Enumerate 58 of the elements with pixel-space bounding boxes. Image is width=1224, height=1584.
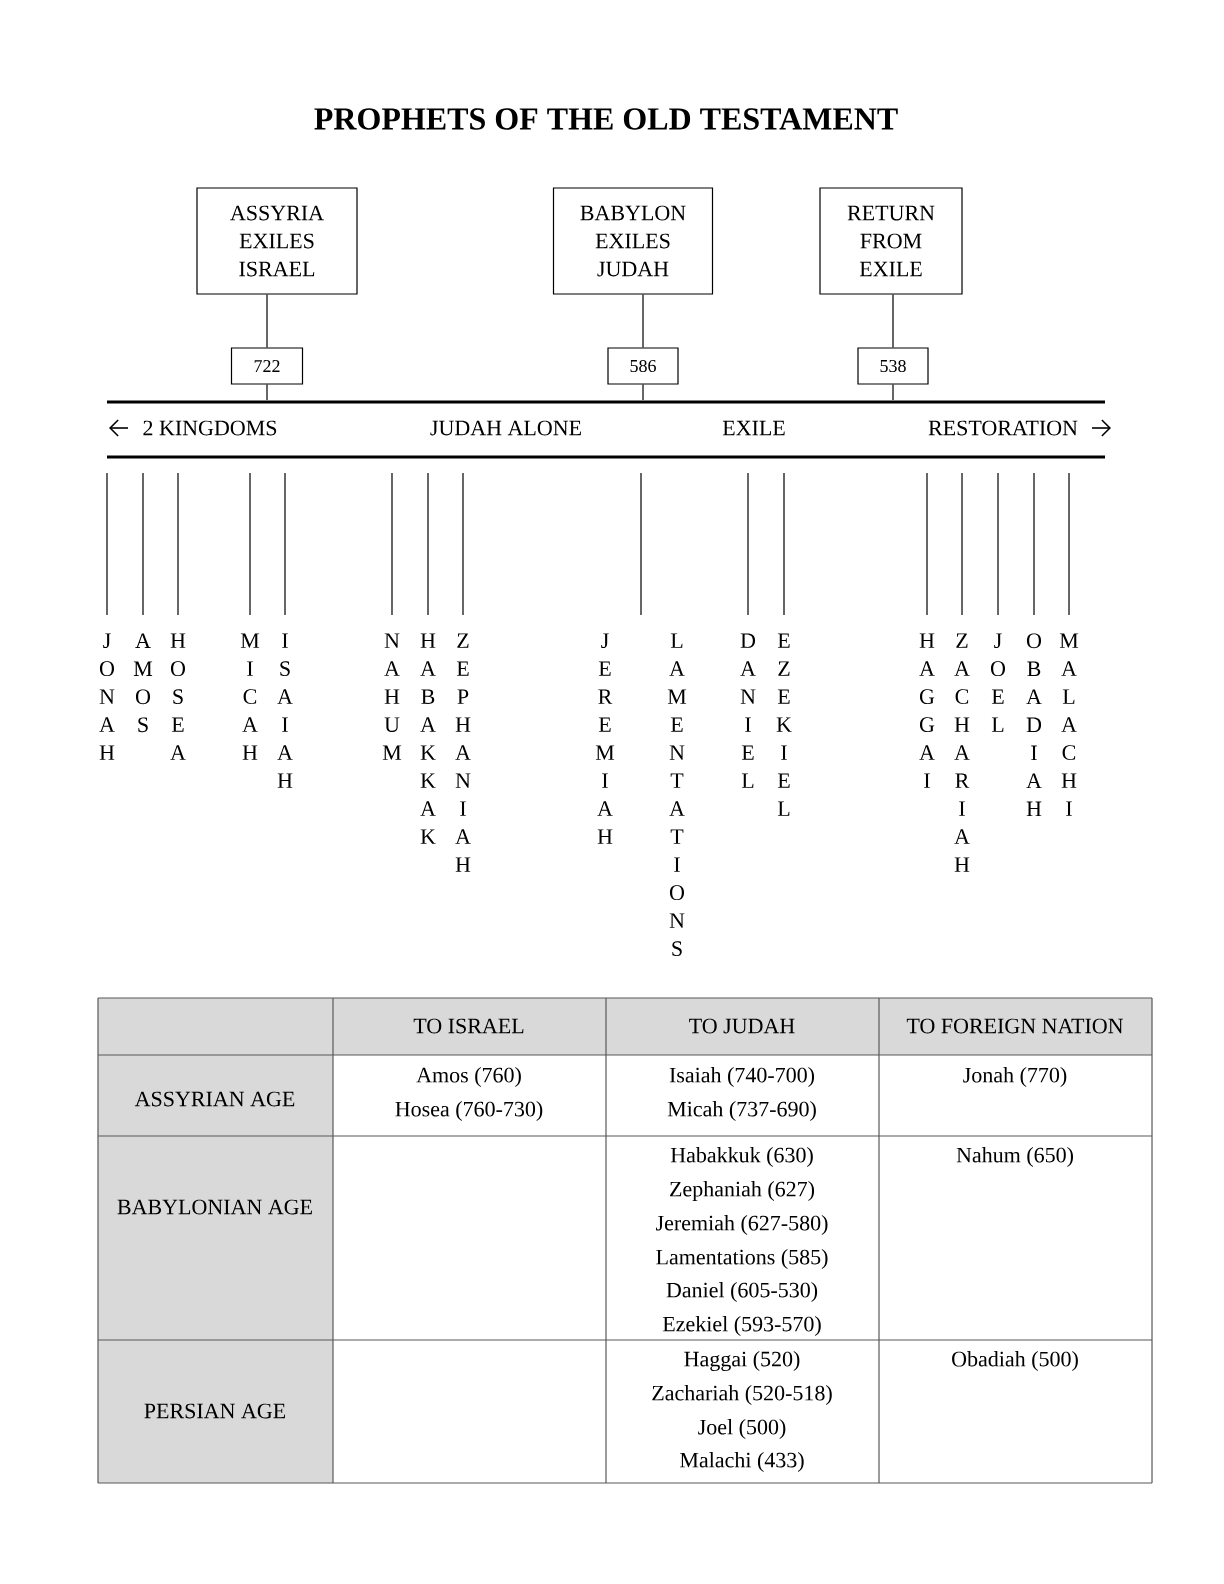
prophet-entry: Daniel (605-530) [666, 1282, 818, 1302]
connector-line [642, 294, 644, 348]
row-header: PERSIAN AGE [144, 1403, 286, 1419]
prophet-entry: Isaiah (740-700) [669, 1067, 815, 1087]
year-box: 586 [607, 347, 679, 385]
prophet-entry: Jeremiah (627-580) [656, 1215, 828, 1235]
prophet-entry: Hosea (760-730) [395, 1101, 543, 1121]
connector-line [892, 384, 894, 401]
prophet-name: ISAIAH [277, 633, 293, 788]
prophet-name: MALACHI [1059, 633, 1079, 816]
prophet-name: JEREMIAH [595, 633, 615, 844]
prophet-name: OBADIAH [1026, 633, 1042, 816]
row-header: ASSYRIAN AGE [134, 1091, 295, 1107]
prophet-name: ZEPHANIAH [455, 633, 471, 872]
event-box: BABYLON EXILES JUDAH [552, 187, 714, 295]
prophet-name: JOEL [990, 633, 1005, 732]
prophet-entry: Amos (760) [416, 1067, 521, 1087]
year-box: 538 [857, 347, 929, 385]
prophet-entry: Ezekiel (593-570) [662, 1316, 821, 1336]
connector-line [642, 384, 644, 401]
prophet-name: HOSEA [170, 633, 186, 760]
row-header: BABYLONIAN AGE [117, 1199, 312, 1215]
period-label: 2 KINGDOMS [143, 420, 277, 436]
prophet-entry: Joel (500) [698, 1419, 786, 1439]
prophet-entry: Nahum (650) [956, 1147, 1073, 1167]
prophet-entry: Zephaniah (627) [670, 1181, 815, 1201]
prophet-entry: Micah (737-690) [667, 1101, 816, 1121]
prophet-entry: Malachi (433) [680, 1452, 804, 1472]
prophet-entry: Haggai (520) [684, 1351, 800, 1371]
column-header: TO ISRAEL [413, 1018, 524, 1034]
timeline-bar [107, 400, 1105, 404]
prophet-name: DANIEL [740, 633, 756, 788]
prophet-entry: Zachariah (520-518) [652, 1385, 832, 1405]
year-box: 722 [230, 347, 304, 385]
event-box: ASSYRIA EXILES ISRAEL [196, 187, 358, 295]
period-label: RESTORATION [928, 420, 1078, 436]
event-box: RETURN FROM EXILE [819, 187, 963, 295]
connector-line [892, 294, 894, 348]
prophet-name: ZACHARIAH [954, 633, 970, 872]
prophet-entry: Jonah (770) [963, 1067, 1067, 1087]
connector-line [266, 294, 268, 348]
period-label: JUDAH ALONE [430, 420, 581, 436]
prophet-name: HABAKKAK [420, 633, 436, 844]
title: PROPHETS OF THE OLD TESTAMENT [314, 108, 898, 130]
prophet-name: AMOS [133, 633, 153, 733]
prophet-entry: Lamentations (585) [656, 1249, 828, 1269]
prophet-name: NAHUM [382, 633, 402, 760]
prophet-entry: Obadiah (500) [952, 1351, 1078, 1371]
column-header: TO FOREIGN NATION [906, 1018, 1124, 1034]
prophet-name: EZEKIEL [776, 633, 792, 816]
prophet-name: HAGGAI [919, 633, 935, 788]
connector-line [266, 384, 268, 401]
prophet-name: LAMENTATIONS [667, 633, 687, 957]
period-label: EXILE [722, 420, 785, 436]
prophet-name: MICAH [240, 633, 260, 760]
column-header: TO JUDAH [689, 1018, 795, 1034]
prophet-name: JONAH [99, 633, 115, 760]
prophet-entry: Habakkuk (630) [670, 1147, 813, 1167]
